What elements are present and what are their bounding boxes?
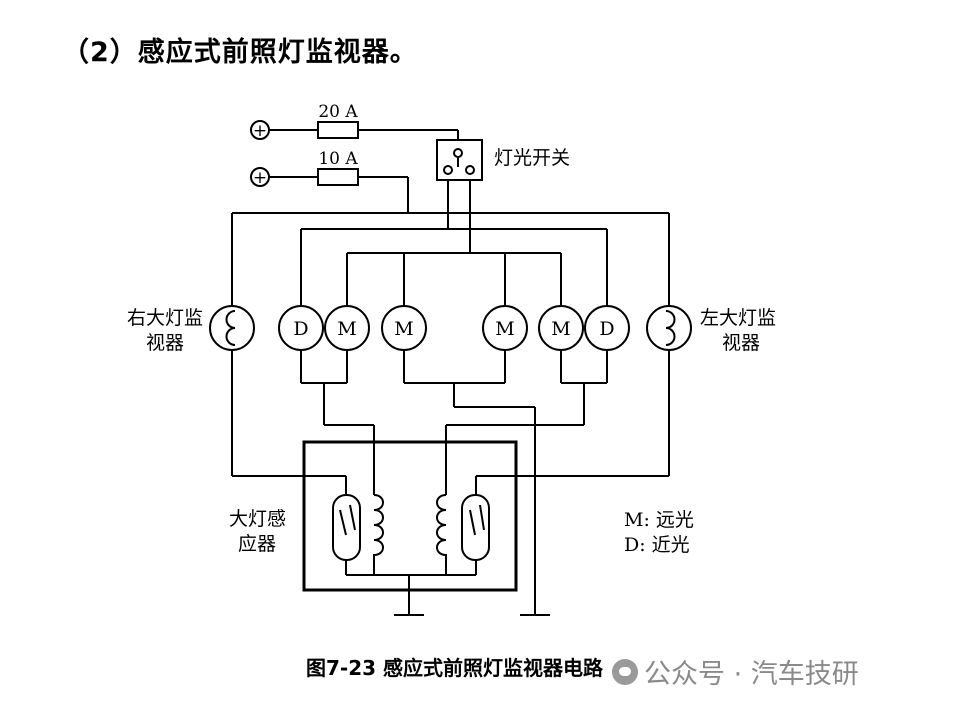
lamp-d-label-left: D <box>599 318 614 340</box>
plus-symbol-1: + <box>253 121 267 141</box>
right-sensor-coil <box>373 494 384 575</box>
fuse-20a <box>317 121 359 139</box>
watermark-text: 公众号 · 汽车技研 <box>644 659 859 690</box>
wechat-icon <box>612 658 638 685</box>
lamp-m-label-3: M <box>495 318 514 340</box>
left-reed-switch <box>461 494 490 561</box>
plus-symbol-2: + <box>253 168 267 188</box>
legend-m: M: 远光 <box>624 509 694 531</box>
fuse-10a <box>317 168 359 186</box>
right-reed-switch <box>332 494 361 561</box>
headlight-sensor-box <box>302 440 518 592</box>
sensor-label-line2: 应器 <box>238 533 276 555</box>
left-monitor-label-line1: 左大灯监 <box>700 307 776 329</box>
left-monitor-label-line2: 视器 <box>722 332 760 354</box>
right-monitor-label-line2: 视器 <box>146 332 184 354</box>
figure-caption: 图7-23 感应式前照灯监视器电路 <box>306 656 604 680</box>
light-switch-label: 灯光开关 <box>494 147 570 169</box>
light-switch <box>436 139 483 181</box>
section-heading: （2）感应式前照灯监视器。 <box>62 37 418 68</box>
lamp-m-label-4: M <box>551 318 570 340</box>
legend-d: D: 近光 <box>624 534 690 556</box>
watermark: 公众号 · 汽车技研 <box>612 652 859 691</box>
fuse-20a-label: 20 A <box>318 102 358 122</box>
left-sensor-coil <box>436 494 447 575</box>
lamp-m-label-2: M <box>394 318 413 340</box>
right-monitor-label-line1: 右大灯监 <box>127 307 203 329</box>
lamp-m-label-1: M <box>337 318 356 340</box>
sensor-label-line1: 大灯感 <box>229 508 286 530</box>
fuse-10a-label: 10 A <box>318 149 358 169</box>
lamp-d-label-right: D <box>293 318 308 340</box>
